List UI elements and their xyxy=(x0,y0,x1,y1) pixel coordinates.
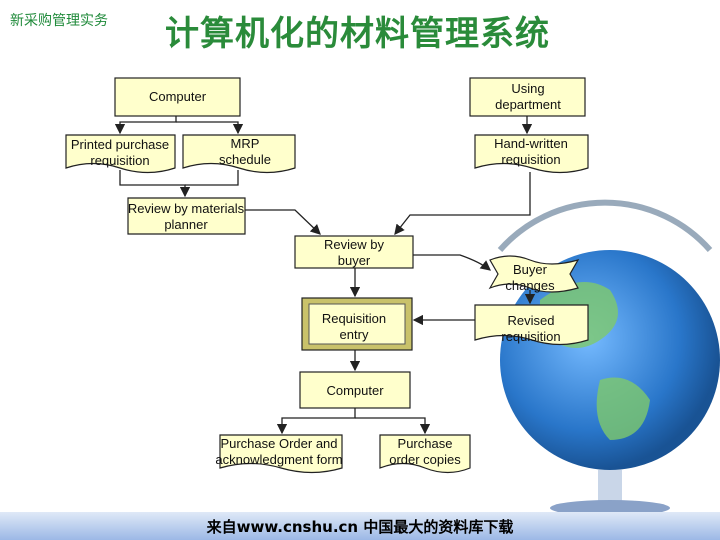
computer-bottom-box xyxy=(299,371,411,409)
page-title: 计算机化的材料管理系统 xyxy=(165,14,550,54)
revised-requisition-label: Revised requisition xyxy=(501,313,561,344)
mrp-schedule-label: MRP schedule xyxy=(218,136,272,167)
po-copies-label: Purchase order copies xyxy=(389,436,461,467)
po-ack-doc xyxy=(219,434,343,474)
computer-bottom-label: Computer xyxy=(326,383,384,398)
hand-written-label: Hand-written requisition xyxy=(494,136,568,167)
using-department-box xyxy=(469,77,586,117)
printed-requisition-doc xyxy=(65,134,176,174)
computer-top-label: Computer xyxy=(148,89,207,104)
corner-label: 新采购管理实务 xyxy=(10,13,108,29)
review-planner-label: Review by materials planner xyxy=(127,201,245,232)
printed-requisition-label: Printed purchase requisition xyxy=(70,137,170,168)
hand-written-doc xyxy=(474,134,589,174)
po-copies-doc xyxy=(379,434,471,474)
buyer-changes-tape xyxy=(488,255,580,293)
requisition-entry-box xyxy=(308,303,406,345)
using-department-label: Using department xyxy=(495,81,561,112)
requisition-entry-label: Requisition entry xyxy=(321,311,387,342)
globe-illustration xyxy=(497,199,720,516)
review-planner-box xyxy=(127,197,246,235)
computer-top-box xyxy=(114,77,241,117)
footer-bar xyxy=(0,512,720,540)
revised-requisition-doc xyxy=(474,304,589,346)
mrp-schedule-doc xyxy=(182,134,296,174)
connectors xyxy=(114,116,536,435)
po-ack-label: Purchase Order and acknowledgment form xyxy=(215,436,343,467)
footer-link-text[interactable]: 来自www.cnshu.cn 中国最大的资料库下载 xyxy=(206,518,514,536)
review-buyer-label: Review by buyer xyxy=(324,237,384,268)
buyer-changes-label: Buyer changes xyxy=(505,262,555,293)
review-buyer-box xyxy=(294,235,414,269)
